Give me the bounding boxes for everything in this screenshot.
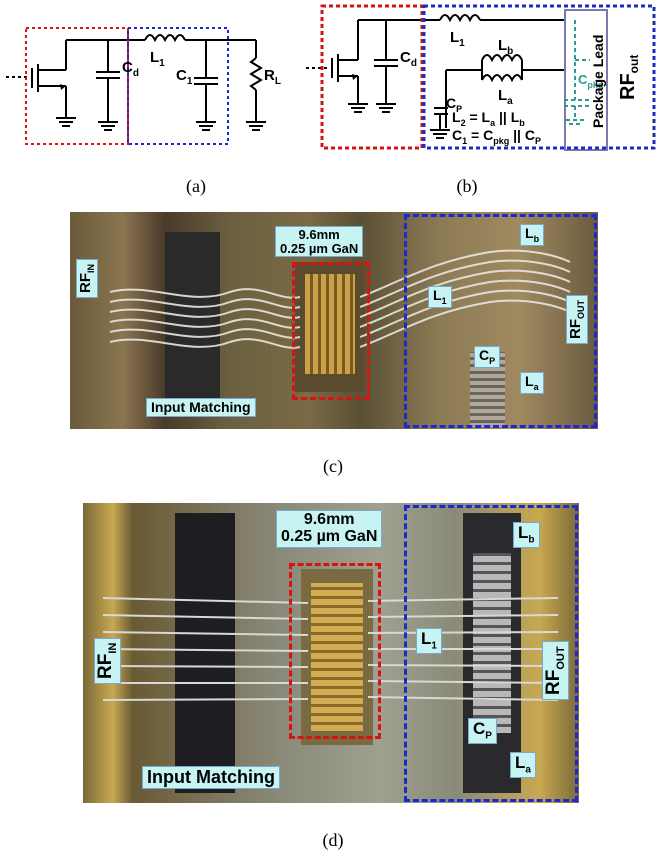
equation-l2: L2 = La || Lb (452, 109, 525, 128)
blue-box-a (127, 27, 229, 145)
label-l1-a: L1 (150, 49, 165, 69)
blue-box-d (404, 505, 578, 802)
caption-b: (b) (456, 176, 478, 196)
label-cp-d: CP (468, 718, 497, 744)
schematic-b: Cd L1 Lb La CP Cpkg L2 = La || Lb C1 = C… (306, 4, 656, 151)
label-l1-b: L1 (450, 29, 465, 49)
package-lead-box (564, 9, 608, 151)
label-cp-b: CP (446, 95, 462, 114)
die-c (295, 262, 365, 392)
label-lb-d: Lb (513, 522, 540, 548)
label-input-matching-c: Input Matching (146, 398, 256, 417)
label-c1-a: C1 (176, 67, 193, 87)
label-rf-in-c: RFIN (76, 259, 99, 298)
label-lb-b: Lb (498, 37, 513, 57)
label-l1-d: L1 (416, 628, 442, 654)
label-cd-a: Cd (122, 59, 139, 79)
label-rf-out-d: RFOUT (542, 641, 570, 700)
die-d (301, 569, 373, 745)
label-rl-a: RL (264, 67, 281, 87)
red-box-a (25, 27, 129, 145)
schematic-a: Cd L1 C1 RL (6, 27, 281, 145)
label-cp-c: CP (474, 346, 501, 369)
label-la-c: La (520, 372, 544, 395)
output-lead-d (463, 513, 521, 793)
label-cd-b: Cd (400, 49, 417, 69)
cpkg-capacitor (564, 20, 590, 125)
label-l1-c: L1 (428, 286, 452, 309)
photo-d (83, 503, 579, 803)
red-box-b (320, 4, 424, 150)
label-rf-out-b: RFout (617, 55, 641, 100)
caption-a: (a) (186, 176, 206, 196)
label-la-d: La (510, 752, 536, 778)
label-cpkg-b: Cpkg (578, 72, 603, 90)
label-rf-out-c: RFOUT (566, 295, 589, 344)
input-cap-d (175, 513, 235, 793)
equation-c1: C1 = Cpkg || CP (452, 127, 541, 146)
blue-box-b (422, 4, 656, 150)
caption-c: (c) (323, 456, 343, 476)
red-box-d (289, 563, 381, 739)
bondwires-d (102, 597, 559, 701)
label-lb-c: Lb (520, 224, 545, 247)
label-la-b: La (498, 87, 513, 107)
label-rf-in-d: RFIN (94, 637, 122, 684)
red-box-c (292, 262, 370, 400)
blue-box-c (404, 214, 597, 428)
label-package-lead: Package Lead (590, 35, 606, 128)
caption-d: (d) (322, 830, 344, 850)
label-input-matching-d: Input Matching (142, 766, 280, 789)
bondwires-c (109, 249, 571, 349)
